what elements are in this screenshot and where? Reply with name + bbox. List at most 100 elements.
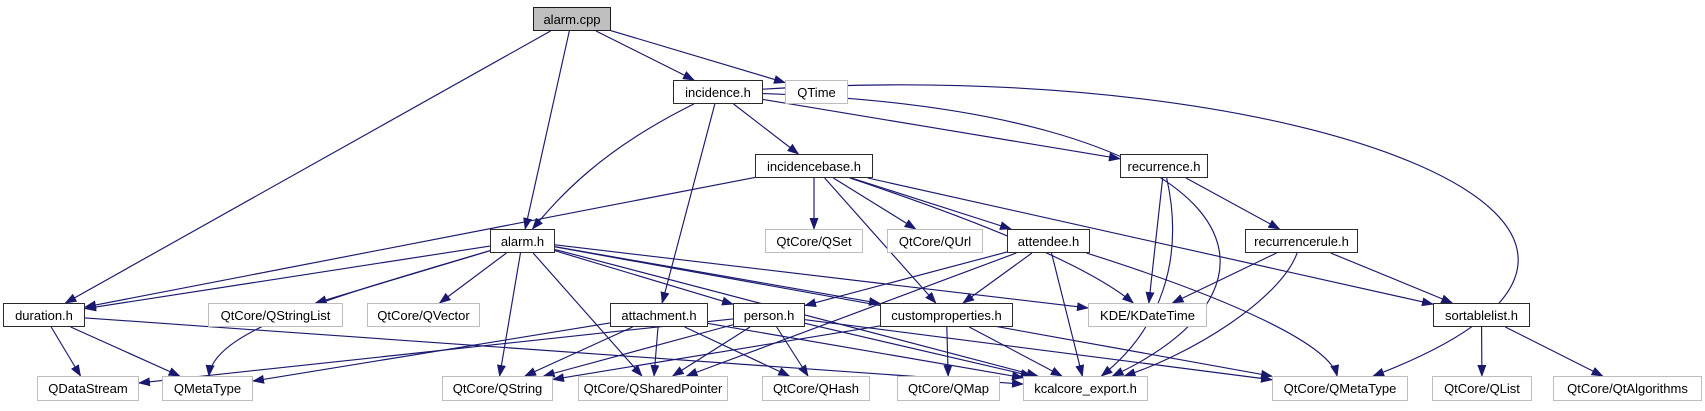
include-edge-incidencebase_h-to-qurl: [833, 177, 917, 230]
include-edge-recurrence_h-to-recurrencerule_h: [1185, 177, 1281, 230]
graph-node-qtalgorithms: QtCore/QtAlgorithms: [1553, 376, 1702, 401]
graph-node-qstring: QtCore/QString: [442, 376, 553, 401]
node-label: duration.h: [15, 307, 73, 323]
include-edge-recurrencerule_h-to-sortablelist_h: [1330, 252, 1454, 304]
node-label: QtCore/QList: [1444, 381, 1520, 396]
include-edge-person_h-to-qsharedpointer: [671, 326, 751, 377]
include-edge-attachment_h-to-qhash: [684, 326, 791, 377]
include-edge-alarm_h-to-qvector: [438, 252, 507, 304]
include-edge-customproperties_h-to-qmap: [943, 326, 953, 377]
include-edge-recurrencerule_h-to-kcalcore_export_h: [1123, 252, 1298, 377]
node-label: QtCore/QHash: [773, 381, 859, 396]
include-edge-attachment_h-to-qmetatype: [252, 322, 611, 384]
node-label: QDataStream: [48, 381, 128, 396]
include-edge-duration_h-to-kcalcore_export_h: [84, 317, 1024, 388]
node-label: recurrencerule.h: [1254, 233, 1349, 249]
graph-node-kcalcore-export-h: kcalcore_export.h: [1023, 376, 1148, 401]
include-edge-attachment_h-to-qstring: [524, 326, 633, 377]
node-label: sortablelist.h: [1445, 307, 1518, 323]
graph-node-alarm-h[interactable]: alarm.h: [490, 229, 555, 253]
include-edge-incidencebase_h-to-duration_h: [84, 176, 756, 310]
include-edge-attendee_h-to-qsharedpointer: [685, 252, 1017, 377]
node-label: attachment.h: [621, 307, 697, 323]
include-edge-attendee_h-to-customproperties_h: [962, 252, 1033, 304]
graph-node-qset: QtCore/QSet: [765, 229, 863, 253]
include-edge-incidence_h-to-recurrence_h: [762, 98, 1121, 162]
node-label: KDE/KDateTime: [1100, 307, 1195, 323]
include-edge-person_h-to-kcalcore_export_h: [804, 322, 1033, 378]
include-edge-customproperties_h-to-kcalcore_export_h: [968, 326, 1063, 377]
include-edge-incidence_h-to-qtcore_qmetatype: [762, 84, 1519, 377]
include-edge-alarm_h-to-kdatetime: [554, 244, 1089, 312]
include-edge-customproperties_h-to-qstring: [552, 325, 881, 383]
graph-node-customproperties-h[interactable]: customproperties.h: [880, 303, 1013, 327]
graph-node-recurrence-h[interactable]: recurrence.h: [1120, 154, 1208, 178]
include-edge-alarm_h-to-person_h: [554, 250, 734, 306]
include-edge-attachment_h-to-qsharedpointer: [650, 326, 660, 377]
graph-node-attendee-h[interactable]: attendee.h: [1007, 229, 1090, 253]
include-edge-incidencebase_h-to-attendee_h: [851, 177, 1012, 230]
include-edge-incidence_h-to-incidencebase_h: [733, 103, 800, 155]
include-edge-duration_h-to-qdatastream: [50, 326, 82, 377]
node-label: alarm.cpp: [543, 11, 601, 27]
include-edge-person_h-to-qstring: [542, 324, 734, 378]
include-edge-incidence_h-to-alarm_h: [531, 103, 695, 230]
include-edge-recurrence_h-to-kdatetime: [1145, 177, 1164, 304]
graph-node-incidencebase-h[interactable]: incidencebase.h: [755, 154, 873, 178]
include-edge-alarm_h-to-duration_h: [84, 245, 491, 312]
include-edge-incidencebase_h-to-customproperties_h: [824, 177, 937, 304]
include-edge-alarm_cpp-to-incidence_h: [595, 30, 695, 81]
graph-node-qtcore-qmetatype: QtCore/QMetaType: [1272, 376, 1408, 401]
graph-node-kdatetime: KDE/KDateTime: [1088, 303, 1207, 327]
graph-node-qlist: QtCore/QList: [1432, 376, 1532, 401]
node-label: alarm.h: [500, 233, 545, 249]
graph-node-person-h[interactable]: person.h: [733, 303, 805, 327]
graph-node-qtime: QTime: [785, 80, 848, 104]
node-label: recurrence.h: [1127, 158, 1201, 174]
node-label: person.h: [743, 307, 795, 323]
graph-node-alarm-cpp: alarm.cpp: [533, 7, 611, 31]
graph-node-qmap: QtCore/QMap: [897, 376, 1000, 401]
node-label: QTime: [797, 84, 836, 100]
graph-node-sortablelist-h[interactable]: sortablelist.h: [1433, 303, 1530, 327]
graph-node-qdatastream: QDataStream: [37, 376, 139, 401]
include-edge-alarm_cpp-to-duration_h: [64, 30, 551, 304]
node-label: customproperties.h: [891, 307, 1002, 323]
node-label: QtCore/QtAlgorithms: [1567, 381, 1688, 396]
node-label: QtCore/QSharedPointer: [583, 381, 723, 396]
graph-node-recurrencerule-h[interactable]: recurrencerule.h: [1245, 229, 1358, 253]
include-edge-attendee_h-to-qtcore_qmetatype: [1086, 252, 1340, 377]
include-edge-incidence_h-to-kcalcore_export_h: [762, 92, 1221, 377]
include-edge-person_h-to-qhash: [776, 326, 809, 377]
include-edge-sortablelist_h-to-qtalgorithms: [1505, 326, 1604, 377]
graph-node-qvector: QtCore/QVector: [367, 303, 480, 327]
graph-node-qurl: QtCore/QUrl: [887, 229, 983, 253]
include-edge-alarm_cpp-to-alarm_h: [523, 30, 570, 230]
include-edge-person_h-to-qdatastream: [138, 318, 734, 387]
node-label: QtCore/QMetaType: [1283, 381, 1397, 396]
include-edge-person_h-to-qtcore_qmetatype: [804, 319, 1273, 383]
include-edge-duration_h-to-qmetatype: [70, 326, 181, 377]
include-edge-recurrence_h-to-kcalcore_export_h: [1100, 177, 1174, 377]
node-label: QtCore/QVector: [377, 307, 470, 323]
node-label: attendee.h: [1017, 233, 1080, 249]
include-edge-recurrencerule_h-to-kdatetime: [1171, 252, 1277, 304]
include-edge-alarm_h-to-qstring: [497, 252, 522, 377]
node-label: incidence.h: [685, 84, 751, 100]
node-label: QtCore/QMap: [908, 381, 989, 396]
include-edge-incidence_h-to-attachment_h: [660, 103, 716, 304]
node-label: incidencebase.h: [767, 158, 861, 174]
node-label: QtCore/QStringList: [220, 307, 331, 323]
node-label: QMetaType: [173, 381, 242, 396]
graph-node-duration-h[interactable]: duration.h: [3, 303, 85, 327]
include-edge-attendee_h-to-person_h: [804, 251, 1008, 308]
include-edge-attendee_h-to-kcalcore_export_h: [1050, 252, 1085, 377]
node-label: QtCore/QSet: [776, 233, 852, 249]
graph-node-attachment-h[interactable]: attachment.h: [610, 303, 708, 327]
graph-node-qstringlist: QtCore/QStringList: [208, 303, 343, 327]
graph-node-qsharedpointer: QtCore/QSharedPointer: [578, 376, 728, 401]
graph-node-qhash: QtCore/QHash: [762, 376, 870, 401]
graph-node-incidence-h[interactable]: incidence.h: [673, 80, 763, 104]
